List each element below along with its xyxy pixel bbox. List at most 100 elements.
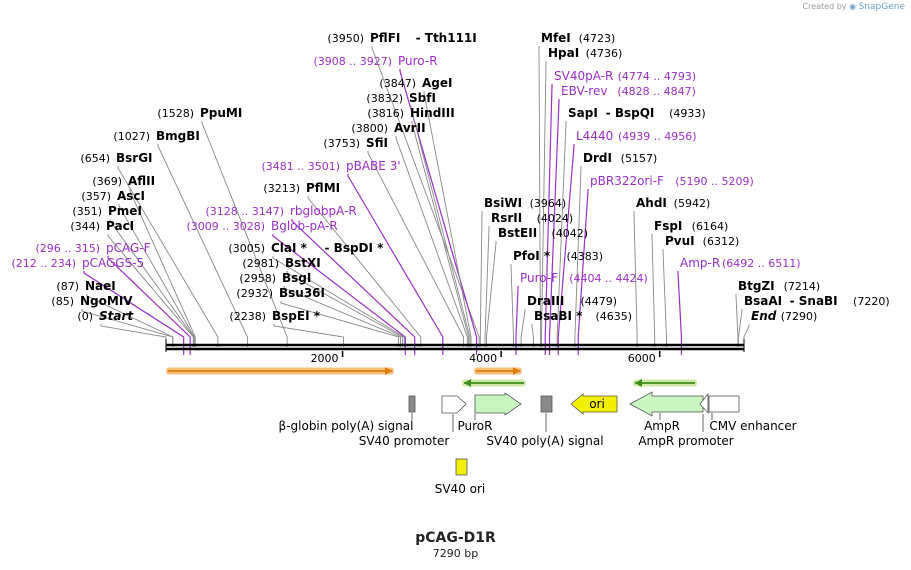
site-position-label: (1528) <box>157 107 194 120</box>
enzyme-leader-line <box>201 121 288 347</box>
orf-arrowhead <box>513 367 520 375</box>
site-position-label: (3213) <box>263 182 300 195</box>
enzyme-label: FspI <box>654 219 682 233</box>
snapgene-logo-icon: ◉ <box>849 2 857 11</box>
site-position-label: (4774 .. 4793) <box>618 70 697 83</box>
enzyme-leader-line <box>367 151 465 347</box>
site-position-label: (3816) <box>367 107 404 120</box>
site-position-label: (2981) <box>242 257 279 270</box>
enzyme-label: SbfI <box>409 91 436 105</box>
feature-puror <box>474 392 522 416</box>
primer-leader-line <box>677 271 683 355</box>
site-position-label: (3481 .. 3501) <box>261 160 340 173</box>
plasmid-size: 7290 bp <box>432 547 479 560</box>
enzyme-label: AvrII <box>394 121 426 135</box>
enzyme-leader-line <box>411 121 470 347</box>
enzyme-label: BsaAI <box>744 294 782 308</box>
primer-label: rbglobpA-R <box>290 204 357 218</box>
site-position-label: (654) <box>80 152 110 165</box>
primer-label: pBABE 3' <box>346 159 401 173</box>
enzyme-label: BstXI <box>285 256 321 270</box>
enzyme-leader-line <box>109 219 195 347</box>
enzyme-label: BmgBI <box>156 129 200 143</box>
enzyme-leader-line <box>423 91 472 347</box>
enzyme-leader-line <box>520 309 526 347</box>
site-position-label: (2238) <box>229 310 266 323</box>
feature-sv40-poly-a-signal <box>540 395 553 413</box>
site-position-label: (3964) <box>530 197 567 210</box>
enzyme-leader-line <box>541 61 547 347</box>
primer-label: SV40pA-R <box>554 69 613 83</box>
enzyme-label: PpuMI <box>200 106 242 120</box>
feature-label: AmpR <box>644 419 680 433</box>
enzyme-label: Start <box>99 309 134 323</box>
enzyme-label: PacI <box>106 219 134 233</box>
enzyme-leader-line <box>651 234 656 347</box>
enzyme-label: DraIII <box>527 294 564 308</box>
enzyme-leader-line <box>307 196 422 347</box>
feature-label: SV40 poly(A) signal <box>486 434 603 448</box>
enzyme-label: NgoMIV <box>80 294 133 308</box>
site-position-label: (7290) <box>781 310 818 323</box>
feature-label: PuroR <box>458 419 493 433</box>
enzyme-label: BsgI <box>282 271 311 285</box>
site-position-label: (3847) <box>379 77 416 90</box>
site-position-label: (4828 .. 4847) <box>617 85 696 98</box>
enzyme-leader-line <box>272 256 405 347</box>
enzyme-leader-line <box>574 166 582 347</box>
enzyme-label: BsaBI * <box>534 309 583 323</box>
enzyme-label: SfiI <box>366 136 388 150</box>
site-position-label: (6492 .. 6511) <box>722 257 801 270</box>
enzyme-label: PvuI <box>665 234 695 248</box>
plasmid-title: pCAG-D1R <box>415 530 496 546</box>
enzyme-label: HpaI <box>548 46 579 60</box>
feature-label: SV40 ori <box>435 482 486 496</box>
site-position-label: (5942) <box>674 197 711 210</box>
site-position-label: (296 .. 315) <box>35 242 100 255</box>
enzyme-label: DrdI <box>583 151 612 165</box>
primer-label: pCAG-F <box>106 241 151 255</box>
enzyme-leader-line <box>280 301 399 347</box>
ruler-tick-label: 2000 <box>311 352 339 365</box>
feature-cmv-enhancer <box>708 395 740 413</box>
site-position-label: (3832) <box>366 92 403 105</box>
enzyme-label: NaeI <box>85 279 116 293</box>
enzyme-label: End <box>751 309 777 323</box>
enzyme-label: HindIII <box>410 106 455 120</box>
site-position-label: (3908 .. 3927) <box>313 55 392 68</box>
site-position-label: (1027) <box>113 130 150 143</box>
enzyme-label: PflFI <box>370 31 400 45</box>
enzyme-leader-line <box>737 309 743 347</box>
enzyme-isoschizomer-label: - Tth111I <box>416 31 477 45</box>
primer-label: pCAGGS-5 <box>82 256 144 270</box>
enzyme-leader-line <box>157 144 248 347</box>
enzyme-label: BsiWI <box>484 196 522 210</box>
enzyme-label: SapI <box>568 106 598 120</box>
feature--globin-poly-a-signal <box>408 395 416 413</box>
enzyme-isoschizomer-label: - SnaBI <box>790 294 838 308</box>
feature-label: β-globin poly(A) signal <box>279 419 414 433</box>
enzyme-isoschizomer-label: - BspQI <box>606 106 655 120</box>
site-position-label: (5157) <box>621 152 658 165</box>
site-position-label: (351) <box>72 205 102 218</box>
enzyme-leader-line <box>556 121 567 347</box>
created-by-credit: Created by ◉ SnapGene <box>803 2 906 12</box>
site-position-label: (4383) <box>567 250 604 263</box>
enzyme-label: Bsu36I <box>279 286 325 300</box>
enzyme-leader-line <box>107 234 194 347</box>
enzyme-leader-line <box>479 211 483 347</box>
enzyme-leader-line <box>531 324 534 347</box>
enzyme-label: PmeI <box>108 204 142 218</box>
enzyme-leader-line <box>484 226 490 347</box>
enzyme-leader-line <box>735 294 739 347</box>
feature-sv40-ori <box>455 458 468 476</box>
site-position-label: (4736) <box>586 47 623 60</box>
site-position-label: (6164) <box>692 220 729 233</box>
site-position-label: (344) <box>70 220 100 233</box>
enzyme-label: AscI <box>117 189 145 203</box>
orf-arrowhead <box>635 379 642 387</box>
site-position-label: (2932) <box>236 287 273 300</box>
primer-label: EBV-rev <box>561 84 607 98</box>
enzyme-leader-line <box>633 211 638 347</box>
enzyme-leader-line <box>510 264 514 347</box>
